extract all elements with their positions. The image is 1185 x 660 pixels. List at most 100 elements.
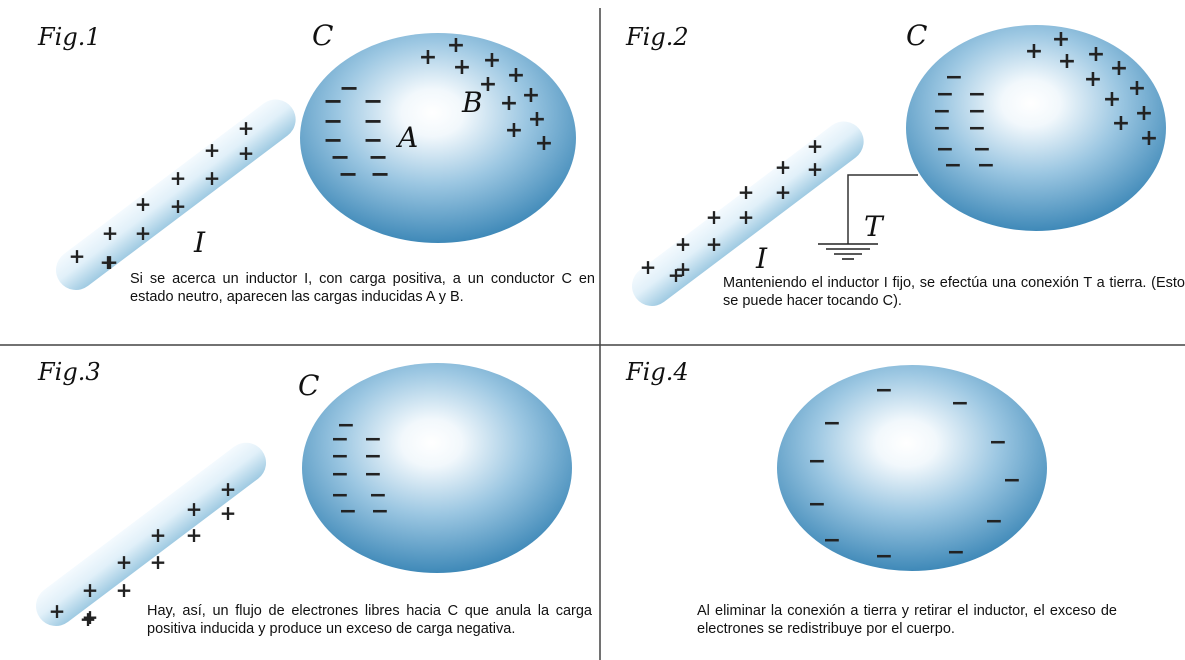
positive-charge: + [1058,49,1076,74]
fig1-negative-charges: −−−−−−−−−−− [323,74,390,188]
positive-charge: + [1084,67,1102,92]
positive-charge: + [102,250,119,274]
fig1-positive-charges: +++++++++++ [419,33,553,156]
positive-charge: + [507,63,525,88]
positive-charge: + [1052,27,1070,52]
fig4-negative-charges: −−−−−−−−−−− [808,378,1021,569]
fig2-conductor-label: C [906,19,927,52]
positive-charge: + [220,477,237,501]
fig1-label-A: A [395,121,418,154]
negative-charge: − [368,143,388,171]
fig1-inductor-label: I [193,226,206,259]
negative-charge: − [339,499,357,524]
positive-charge: + [1128,76,1146,101]
negative-charge: − [339,74,359,102]
negative-charge: − [331,462,349,487]
figure-2: Fig.2 C I T −−−−−−−−−−− +++++++++++ ++++… [625,19,1166,306]
positive-charge: + [135,221,152,245]
fig3-rod-charges: ++++++++++++ [49,477,237,631]
fig2-positive-charges: +++++++++++ [1025,27,1158,151]
fig3-conductor-label: C [298,369,319,402]
negative-charge: − [323,126,343,154]
positive-charge: + [479,72,497,97]
fig2-negative-charges: −−−−−−−−−−− [933,65,995,178]
positive-charge: + [82,605,99,629]
positive-charge: + [1103,87,1121,112]
fig1-rod-charges: ++++++++++++ [69,116,255,274]
negative-charge: − [323,107,343,135]
positive-charge: + [170,194,187,218]
negative-charge: − [977,153,995,178]
negative-charge: − [823,528,841,553]
fig2-rod-charges: ++++++++++++ [640,134,824,287]
negative-charge: − [1003,468,1021,493]
negative-charge: − [985,509,1003,534]
fig3-conductor-sphere [302,363,572,573]
positive-charge: + [1140,126,1158,151]
positive-charge: + [1110,56,1128,81]
fig4-caption: Al eliminar la conexión a tierra y retir… [697,603,1117,637]
positive-charge: + [419,45,437,70]
negative-charge: − [364,462,382,487]
negative-charge: − [369,483,387,508]
negative-charge: − [363,126,383,154]
positive-charge: + [186,523,203,547]
positive-charge: + [1087,42,1105,67]
positive-charge: + [80,607,97,631]
negative-charge: − [947,540,965,565]
fig1-conductor-sphere [300,33,576,243]
fig1-caption: Si se acerca un inductor I, con carga po… [130,271,595,305]
positive-charge: + [186,497,203,521]
positive-charge: + [640,255,657,279]
negative-charge: − [330,143,350,171]
fig2-ground-label: T [864,210,885,243]
fig3-negative-charges: −−−−−−−−−−− [331,413,389,524]
positive-charge: + [535,131,553,156]
positive-charge: + [69,244,86,268]
positive-charge: + [706,205,723,229]
fig4-label: Fig.4 [625,358,689,386]
positive-charge: + [775,155,792,179]
positive-charge: + [675,257,692,281]
positive-charge: + [150,550,167,574]
fig1-label-B: B [461,86,483,119]
fig3-caption: Hay, así, un flujo de electrones libres … [147,603,592,637]
positive-charge: + [116,578,133,602]
positive-charge: + [150,523,167,547]
negative-charge: − [371,499,389,524]
positive-charge: + [738,205,755,229]
positive-charge: + [220,501,237,525]
positive-charge: + [738,180,755,204]
fig2-conductor-sphere [906,25,1166,231]
fig2-inductor-label: I [755,242,768,275]
fig3-inductor-rod [35,442,267,626]
fig1-conductor-label: C [312,19,333,52]
positive-charge: + [1112,111,1130,136]
negative-charge: − [951,391,969,416]
positive-charge: + [447,33,465,58]
positive-charge: + [116,550,133,574]
negative-charge: − [331,483,349,508]
positive-charge: + [100,250,117,274]
positive-charge: + [1025,39,1043,64]
negative-charge: − [364,427,382,452]
positive-charge: + [49,599,66,623]
positive-charge: + [500,91,518,116]
positive-charge: + [807,157,824,181]
positive-charge: + [807,134,824,158]
positive-charge: + [775,180,792,204]
negative-charge: − [968,82,986,107]
positive-charge: + [528,107,546,132]
negative-charge: − [337,413,355,438]
fig2-ground-wire [847,174,918,244]
negative-charge: − [364,444,382,469]
negative-charge: − [968,99,986,124]
positive-charge: + [453,55,471,80]
positive-charge: + [238,116,255,140]
positive-charge: + [668,263,685,287]
fig2-caption: Manteniendo el inductor I fijo, se efect… [723,275,1185,309]
negative-charge: − [323,87,343,115]
negative-charge: − [875,544,893,569]
negative-charge: − [823,411,841,436]
